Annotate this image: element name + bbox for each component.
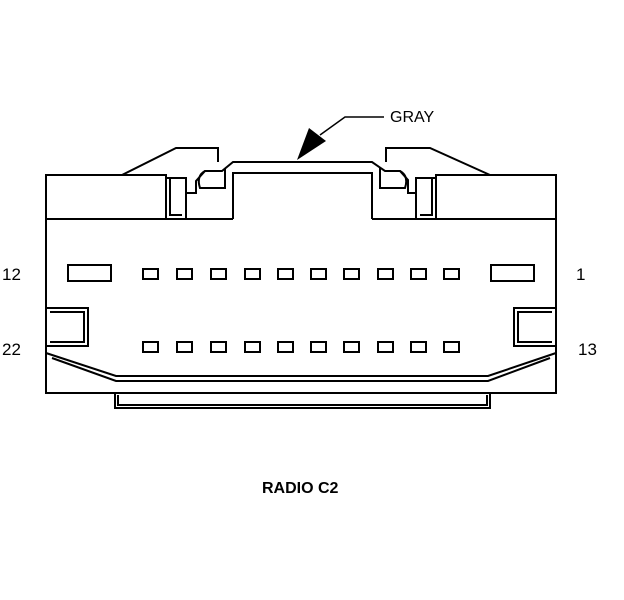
pin-cavity — [443, 341, 460, 353]
latch-slot — [232, 172, 373, 219]
right-shoulder — [385, 147, 491, 176]
pin-cavity — [142, 341, 159, 353]
pin-cavity — [176, 341, 193, 353]
pin-cavity-12-large — [67, 264, 112, 282]
right-key — [513, 307, 556, 347]
leader-arrowhead — [297, 128, 326, 160]
pin-cavity — [277, 341, 294, 353]
leader-line — [319, 116, 384, 136]
latch-inner — [197, 168, 226, 189]
left-shoulder-post — [165, 175, 187, 219]
pin-cavities — [67, 264, 535, 353]
pin-cavity — [277, 268, 294, 280]
pin-cavity — [443, 268, 460, 280]
lower-skirt — [114, 393, 491, 409]
pin-cavity — [343, 341, 360, 353]
pin-cavity — [310, 341, 327, 353]
pin-cavity — [343, 268, 360, 280]
left-key — [46, 307, 89, 347]
color-leader — [297, 116, 384, 160]
connector-outer-body — [45, 161, 557, 394]
pin-label-bottom-left: 22 — [2, 340, 21, 359]
pin-label-bottom-right: 13 — [578, 340, 597, 359]
connector-housing — [45, 147, 557, 409]
pin-cavity-1-large — [490, 264, 535, 282]
pin-cavity — [210, 341, 227, 353]
pin-cavity — [377, 341, 394, 353]
pin-cavity — [142, 268, 159, 280]
left-key-inner — [50, 311, 85, 343]
pin-cavity — [244, 341, 261, 353]
pin-cavity — [410, 268, 427, 280]
latch-inner-right — [379, 168, 408, 189]
lower-skirt-inner — [117, 395, 488, 406]
pin-label-top-right: 1 — [576, 265, 586, 284]
pin-cavity — [377, 268, 394, 280]
connector-title: RADIO C2 — [262, 480, 339, 497]
pin-cavity — [244, 268, 261, 280]
pin-cavity — [310, 268, 327, 280]
left-shoulder — [121, 147, 219, 176]
pin-cavity — [410, 341, 427, 353]
pin-cavity — [176, 268, 193, 280]
bottom-chamfer — [45, 352, 557, 377]
bottom-chamfer-inner — [51, 357, 551, 382]
connector-color-label: GRAY — [390, 109, 435, 126]
right-key-inner — [517, 311, 552, 343]
right-shoulder-post — [415, 175, 437, 219]
pin-cavity — [210, 268, 227, 280]
pin-label-top-left: 12 — [2, 265, 21, 284]
